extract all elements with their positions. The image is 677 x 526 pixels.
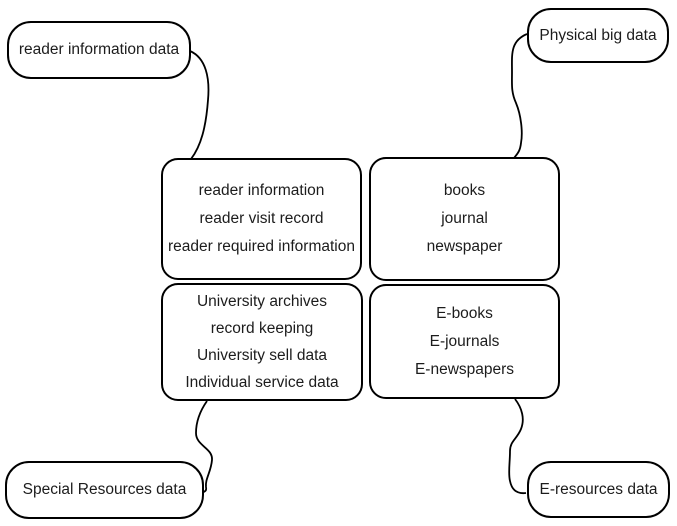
label-reader-information-data-text: reader information data <box>18 41 180 58</box>
connector-physical-big-data <box>511 33 528 159</box>
label-e-resources-data: E-resources data <box>527 461 670 518</box>
center-box-reader-data-line: reader required information <box>168 238 355 255</box>
center-box-physical-items: books journal newspaper <box>369 157 560 281</box>
label-special-resources-data: Special Resources data <box>5 461 204 519</box>
connector-special-resources-data <box>195 400 213 493</box>
label-physical-big-data-text: Physical big data <box>539 26 657 44</box>
label-physical-big-data: Physical big data <box>527 8 669 63</box>
center-box-e-resources-items: E-books E-journals E-newspapers <box>369 284 560 399</box>
center-box-physical-items-line: journal <box>441 210 488 227</box>
connector-reader-information-data <box>189 50 210 160</box>
center-box-e-resources-items-line: E-journals <box>429 332 500 350</box>
center-box-physical-items-line: books <box>443 182 486 199</box>
label-reader-information-data: reader information data <box>7 21 191 79</box>
center-box-special-resources-items-line: Individual service data <box>185 374 339 391</box>
label-e-resources-data-text: E-resources data <box>539 480 658 498</box>
connector-e-resources-data <box>508 398 527 495</box>
center-box-e-resources-items-line: E-books <box>436 304 493 322</box>
center-box-e-resources-items-line: E-newspapers <box>414 360 515 378</box>
center-box-special-resources-items-line: record keeping <box>210 320 314 337</box>
center-box-special-resources-items-line: University sell data <box>196 347 328 364</box>
center-box-reader-data: reader information reader visit record r… <box>161 158 362 280</box>
center-box-physical-items-line: newspaper <box>426 238 503 255</box>
center-box-special-resources-items: University archives record keeping Unive… <box>161 283 363 401</box>
center-box-reader-data-line: reader visit record <box>199 210 324 227</box>
center-box-reader-data-line: reader information <box>198 182 325 199</box>
label-special-resources-data-text: Special Resources data <box>22 481 187 498</box>
center-box-special-resources-items-line: University archives <box>196 293 328 310</box>
